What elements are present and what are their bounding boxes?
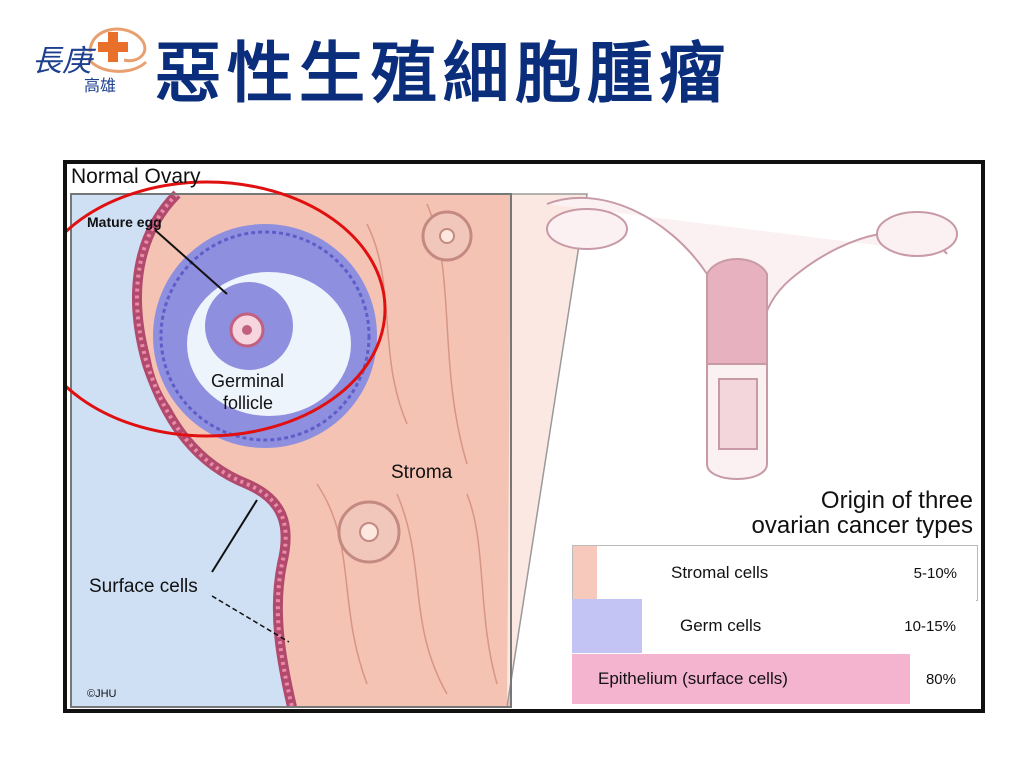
cancer-type-name: Germ cells <box>680 616 762 635</box>
stromal-cells-bar <box>573 546 597 600</box>
credit-label: ©JHU <box>87 688 117 700</box>
legend-title: ovarian cancer types <box>751 512 973 539</box>
surface-cell-texture <box>135 192 294 708</box>
cancer-type-percent: 80% <box>925 671 956 688</box>
germinal-follicle-label: Germinal <box>211 371 285 391</box>
surface-cells-pointer <box>211 499 258 573</box>
panel-title: Normal Ovary <box>71 165 201 188</box>
small-follicle <box>337 500 401 564</box>
highlight-circle <box>67 180 387 438</box>
cancer-type-name: Epithelium (surface cells) <box>598 669 788 688</box>
hospital-logo: 長庚 高雄 <box>28 14 158 100</box>
surface-cells-label: Surface cells <box>89 576 198 597</box>
logo-name: 長庚 <box>32 44 92 79</box>
surface-cells-pointer <box>211 595 290 643</box>
mature-egg-pointer <box>154 229 228 295</box>
epithelium-bar <box>572 654 910 704</box>
inset-border <box>70 193 512 708</box>
germinal-follicle <box>149 221 385 457</box>
cancer-type-percent: 10-15% <box>904 618 956 635</box>
germinal-follicle-label: follicle <box>223 393 274 413</box>
ovary-illustration <box>67 180 958 709</box>
small-follicle <box>421 210 473 262</box>
cross-emblem-icon <box>86 27 148 73</box>
legend-title: Origin of three <box>820 487 973 514</box>
cancer-type-row: Germ cells 10-15% <box>572 599 976 653</box>
ovary-diagram: Normal Ovary Mature egg Germinal follicl… <box>63 160 985 713</box>
cancer-type-name: Stromal cells <box>671 563 769 582</box>
logo-location: 高雄 <box>84 76 117 95</box>
cancer-type-percent: 5-10% <box>913 565 957 582</box>
cancer-type-row: Stromal cells 5-10% <box>572 545 978 601</box>
slide-title: 惡性生殖細胞腫瘤 <box>155 34 731 112</box>
uterus-outline <box>546 196 958 480</box>
mature-egg-label: Mature egg <box>87 214 162 230</box>
cancer-type-row: Epithelium (surface cells) 80% <box>572 654 976 704</box>
germ-cells-bar <box>572 599 642 653</box>
stroma-label: Stroma <box>391 462 453 483</box>
zoom-connector <box>506 193 588 708</box>
